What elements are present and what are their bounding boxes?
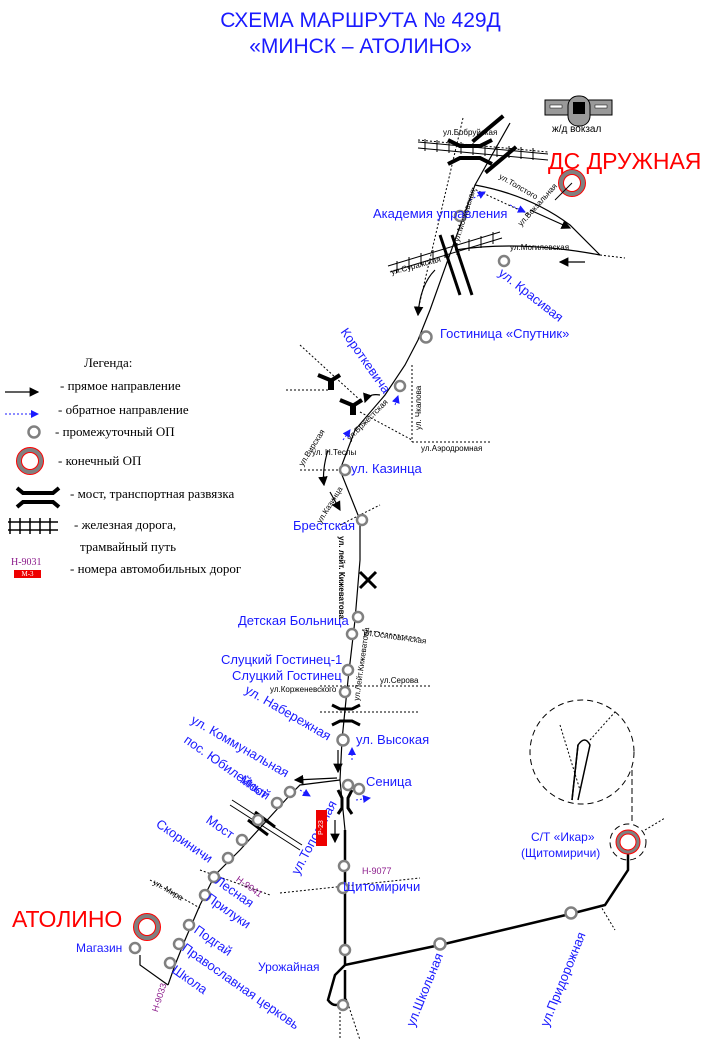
railway-station-label: ж/д вокзал: [552, 124, 602, 135]
street-kizhevatova-1: ул. лейт. Кижеватова: [337, 536, 346, 619]
legend-terminal-stop: - конечный ОП: [58, 453, 142, 468]
stop-detskaya-bolnitsa: Детская Больница: [238, 613, 349, 628]
stop-magazin: Магазин: [76, 941, 123, 955]
ikar-inset: [529, 699, 666, 861]
stop-brestskaya: Брестская: [293, 518, 356, 533]
street-bobruiskaya: ул.Бобруйская: [443, 128, 498, 137]
legend-bridge: - мост, транспортная развязка: [70, 486, 235, 501]
stop-shchitomirichi: Щитомиричи: [343, 879, 421, 894]
stop-vysokaya: ул. Высокая: [356, 732, 430, 747]
legend-title: Легенда:: [84, 355, 133, 370]
bridges: [247, 114, 518, 837]
terminal-label-atolino: АТОЛИНО: [12, 906, 123, 932]
street-korzhenevskogo: ул.Корженевского: [270, 685, 337, 694]
legend-tramway: трамвайный путь: [80, 539, 176, 554]
stop-akademiya: Академия управления: [373, 206, 508, 221]
street-mogilevskaya: ул.Могилевская: [510, 243, 570, 252]
legend-intermediate-stop: - промежуточный ОП: [55, 424, 175, 439]
stop-urozhainaya: Урожайная: [258, 960, 320, 974]
map-title-line2: «МИНСК – АТОЛИНО»: [249, 35, 472, 58]
road-badge-r23: Р-23: [316, 810, 327, 846]
legend-graphics: [5, 387, 61, 534]
legend-road-numbers: - номера автомобильных дорог: [70, 561, 242, 576]
stop-slutsky-gostinets: Слуцкий Гостинец: [232, 668, 342, 683]
legend-railway: - железная дорога,: [74, 517, 177, 532]
intermediate-stops: [128, 209, 578, 1012]
terminal-stops: [133, 169, 641, 941]
legend-forward-direction: - прямое направление: [60, 378, 181, 393]
stop-senitsa: Сеница: [366, 774, 412, 789]
street-aerodromnaya: ул.Аэродромная: [421, 444, 483, 453]
street-serova: ул.Серова: [380, 676, 419, 685]
legend-reverse-direction: - обратное направление: [58, 402, 189, 417]
railway-station-icon: [544, 95, 613, 127]
legend-sample-road-badge: М-3: [14, 570, 41, 578]
stop-ikar: С/Т «Икар»: [531, 830, 595, 844]
stop-kazintsa: ул. Казинца: [351, 461, 422, 476]
street-n-tesly: ул. Н.Теслы: [312, 448, 357, 457]
stop-ikar-shchitomirichi: (Щитомиричи): [521, 846, 601, 860]
terminal-label-druzhnaya: ДС ДРУЖНАЯ: [548, 148, 702, 174]
direction-arrows: [293, 209, 585, 844]
stop-slutsky-gostinets-1: Слуцкий Гостинец-1: [221, 652, 343, 667]
street-chkalova: ул. Чкалова: [414, 385, 423, 430]
legend-sample-road-number: Н-9031: [11, 557, 42, 568]
map-title-line1: СХЕМА МАРШРУТА № 429Д: [220, 9, 501, 32]
reverse-arrows: [299, 191, 526, 803]
road-number-n9077: Н-9077: [362, 866, 392, 876]
stop-gostinitsa-sputnik: Гостиница «Спутник»: [440, 326, 570, 341]
